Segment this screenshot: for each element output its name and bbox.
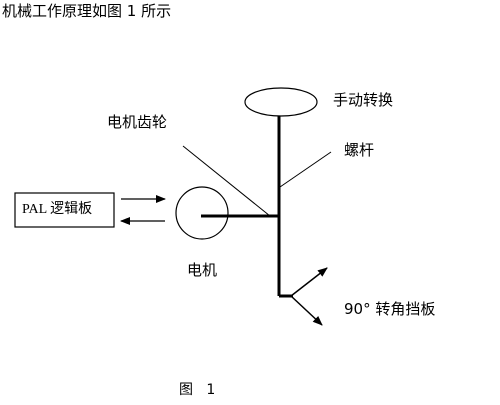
label-motor-gear: 电机齿轮 [107, 113, 168, 131]
figure-caption: 图 1 [179, 382, 216, 398]
handle-ellipse [244, 87, 318, 117]
label-handle: 手动转换 [333, 91, 394, 109]
page-title: 机械工作原理如图 1 所示 [2, 2, 172, 20]
logic-board-box [14, 192, 115, 228]
label-logic-board: PAL 逻辑板 [22, 202, 93, 217]
screw-leader [279, 151, 332, 188]
label-motor: 电机 [187, 261, 218, 279]
baffle-arm-lower [290, 295, 323, 326]
motor-gear-leader [182, 145, 271, 217]
label-screw: 螺杆 [344, 141, 375, 159]
motor-circle [175, 186, 229, 240]
label-baffle: 90° 转角挡板 [344, 300, 436, 318]
baffle-arm-upper [290, 267, 328, 297]
